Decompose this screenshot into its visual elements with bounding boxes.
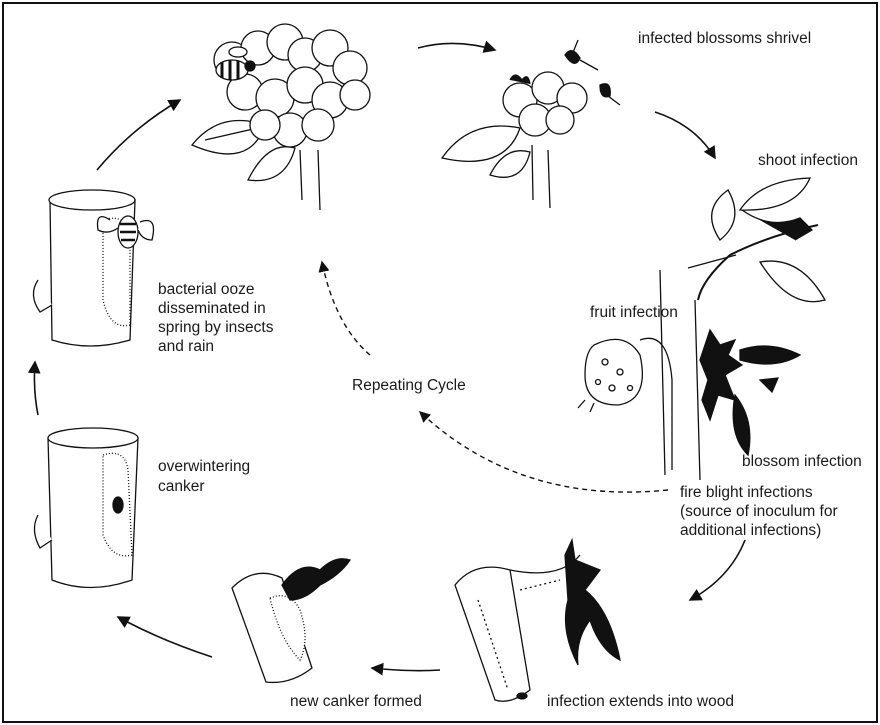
label-repeating-cycle: Repeating Cycle (352, 377, 466, 395)
label-infected-blossoms-shrivel: infected blossoms shrivel (638, 30, 811, 48)
central-stem (640, 270, 700, 480)
shriveled-blossoms (442, 40, 620, 208)
label-new-canker-formed: new canker formed (290, 693, 422, 711)
dashed-upper (322, 262, 370, 355)
overwintering-canker-stump (34, 428, 138, 588)
arrow-up-left (34, 362, 38, 415)
label-ooze-line1: bacterial ooze (158, 281, 255, 299)
arrow-to-new-canker (372, 668, 440, 671)
arrow-to-overwinter (118, 617, 212, 657)
label-fruit-infection: fruit infection (590, 304, 678, 322)
label-overwintering-line2: canker (158, 478, 205, 496)
label-infection-extends-into-wood: infection extends into wood (547, 693, 734, 711)
shoot-infection (688, 178, 825, 302)
label-fire-blight-line2: (source of inoculum for (680, 503, 838, 521)
infected-wood-branch (455, 540, 620, 701)
label-fire-blight-line3: additional infections) (680, 522, 821, 540)
arrow-to-blossom (97, 100, 180, 170)
arrow-to-wood (690, 540, 745, 600)
arrow-to-shoot (655, 112, 715, 158)
label-ooze-line2: disseminated in (158, 300, 266, 318)
dashed-lower (420, 412, 668, 492)
fruit-infection-illustration (578, 339, 642, 412)
label-blossom-infection: blossom infection (742, 453, 862, 471)
label-ooze-line3: spring by insects (158, 319, 273, 337)
label-ooze-line4: and rain (158, 338, 214, 356)
label-overwintering-line1: overwintering (158, 458, 250, 476)
arrow-to-shrivel (418, 43, 495, 50)
blossom-infection-illustration (700, 330, 800, 455)
new-canker-log (232, 559, 350, 683)
label-shoot-infection: shoot infection (758, 152, 858, 170)
bacterial-ooze-stump (33, 190, 153, 346)
blossom-cluster (192, 24, 370, 210)
label-fire-blight-line1: fire blight infections (680, 484, 813, 502)
